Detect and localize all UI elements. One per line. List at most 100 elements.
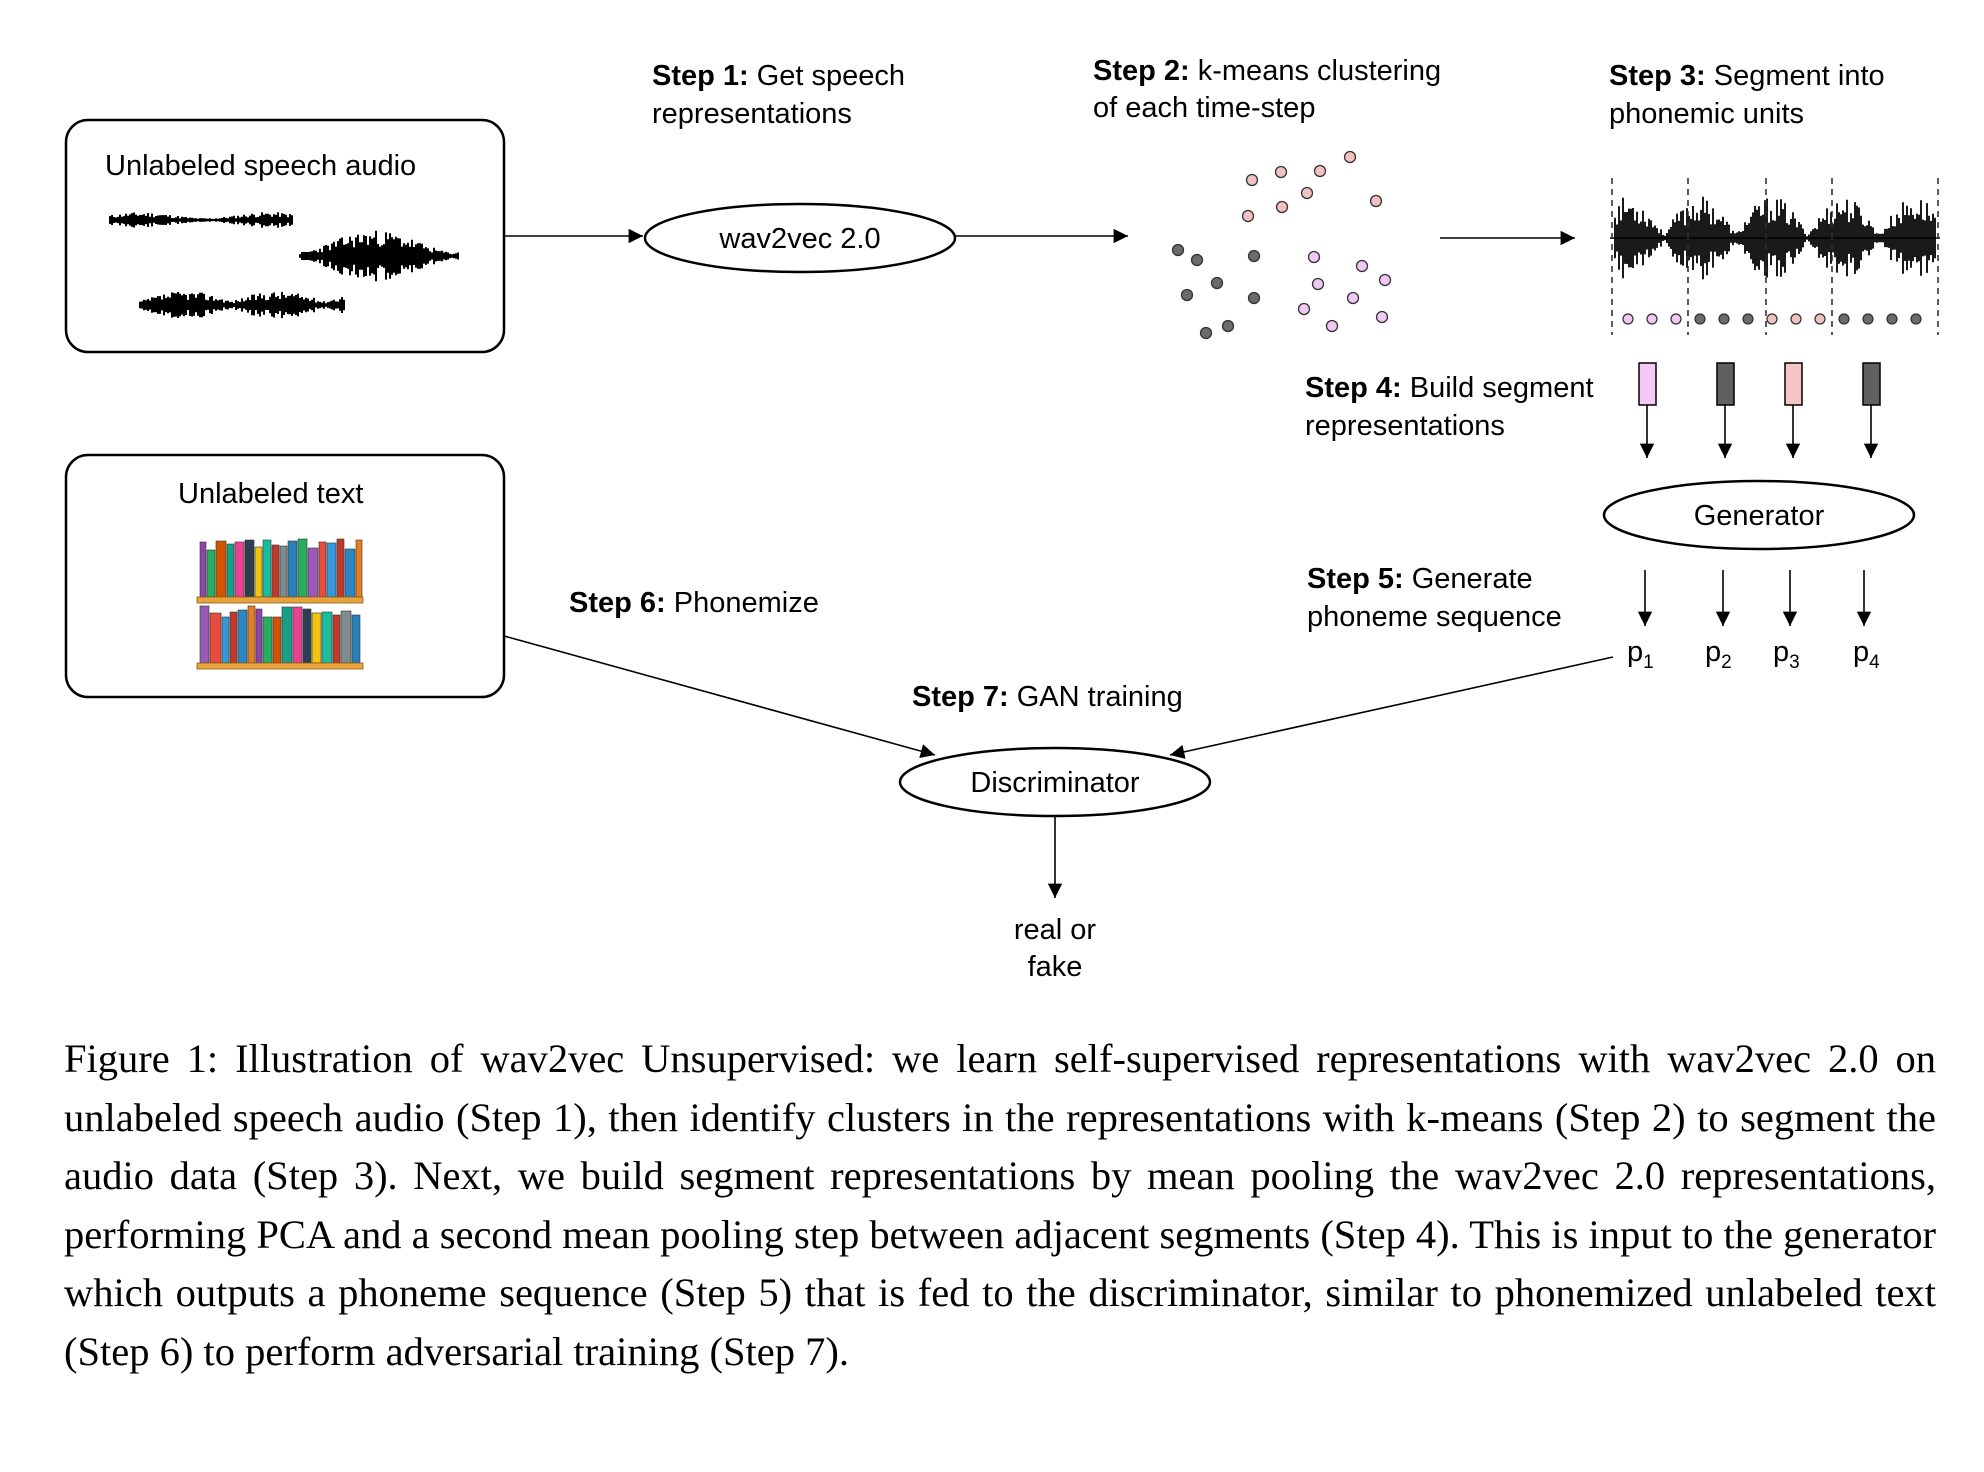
step6-label: Step 6: Phonemize — [569, 587, 819, 619]
segment-dot — [1886, 313, 1898, 325]
cluster-point — [1378, 273, 1392, 287]
phoneme-p4: p4 — [1853, 636, 1880, 673]
segment-dot — [1838, 313, 1850, 325]
phoneme-p2: p2 — [1705, 636, 1732, 673]
book — [326, 542, 337, 598]
segment-dot — [1790, 313, 1802, 325]
segment-rep-1 — [1638, 362, 1657, 406]
cluster-point — [1300, 186, 1314, 200]
phoneme-p3: p3 — [1773, 636, 1800, 673]
cluster-point — [1346, 291, 1360, 305]
unlabeled-text-title: Unlabeled text — [178, 478, 363, 510]
segment-representations — [1638, 362, 1881, 458]
output-label-line2: fake — [1028, 951, 1083, 983]
step7-label: Step 7: GAN training — [912, 681, 1183, 713]
cluster-point — [1375, 310, 1389, 324]
step1-label: Step 1: Get speech — [652, 60, 905, 92]
book — [297, 538, 308, 598]
phoneme-p1: p1 — [1627, 636, 1654, 673]
cluster-point — [1275, 200, 1289, 214]
wav2vec-node: wav2vec 2.0 — [643, 202, 957, 274]
segment-rep-3 — [1784, 362, 1803, 406]
book — [311, 612, 322, 664]
step2-label-line2: of each time-step — [1093, 92, 1315, 124]
step5-label-line2: phoneme sequence — [1307, 601, 1562, 633]
cluster-point — [1307, 250, 1321, 264]
cluster-point — [1311, 277, 1325, 291]
segment-dot — [1910, 313, 1922, 325]
book — [247, 605, 256, 664]
book — [302, 608, 312, 664]
cluster-point — [1313, 164, 1327, 178]
segment-dot — [1670, 313, 1682, 325]
cluster-point — [1171, 243, 1185, 257]
cluster-point — [1369, 194, 1383, 208]
discriminator-node: Discriminator — [898, 746, 1212, 818]
segment-dot — [1814, 313, 1826, 325]
book — [237, 609, 248, 664]
book — [262, 616, 273, 664]
cluster-point — [1247, 291, 1261, 305]
wav2vec-label: wav2vec 2.0 — [718, 223, 880, 255]
bookshelf-icon — [196, 538, 364, 670]
book — [336, 538, 345, 598]
cluster-point — [1247, 249, 1261, 263]
book — [262, 539, 272, 598]
segment-dot — [1622, 313, 1634, 325]
unlabeled-text-box: Unlabeled text — [64, 453, 506, 699]
waveform-segmented — [1614, 196, 1936, 280]
generator-label: Generator — [1694, 500, 1825, 532]
step5-label: Step 5: Generate — [1307, 563, 1533, 595]
cluster-point — [1221, 319, 1235, 333]
discriminator-label: Discriminator — [970, 767, 1140, 799]
step3-label: Step 3: Segment into — [1609, 60, 1885, 92]
arrow-text-to-discriminator — [503, 635, 936, 759]
book — [215, 540, 227, 598]
output-label-line1: real or — [1014, 914, 1097, 946]
segment-dot — [1694, 313, 1706, 325]
book — [307, 547, 319, 598]
step2-label: Step 2: k-means clustering — [1093, 55, 1441, 87]
waveform-3 — [139, 291, 345, 319]
waveform-1 — [109, 212, 293, 228]
figure-caption: Figure 1: Illustration of wav2vec Unsupe… — [64, 1036, 1936, 1374]
arrow-phonemes-to-discriminator — [1169, 656, 1614, 759]
cluster-point — [1297, 302, 1311, 316]
book — [332, 614, 341, 664]
segment-rep-4 — [1862, 362, 1881, 406]
book — [321, 611, 333, 664]
segment-dot — [1742, 313, 1754, 325]
book — [340, 610, 352, 664]
shelf-plank — [196, 596, 364, 604]
kmeans-scatter — [1171, 150, 1392, 340]
book — [206, 549, 216, 598]
cluster-point — [1190, 253, 1204, 267]
book — [226, 543, 235, 598]
book — [229, 611, 238, 664]
speech-audio-box: Unlabeled speech audio — [64, 118, 506, 354]
segment-rep-2 — [1716, 362, 1735, 406]
generator-node: Generator — [1602, 479, 1916, 551]
cluster-point — [1245, 173, 1259, 187]
book — [281, 606, 293, 664]
shelf-plank — [196, 662, 364, 670]
book — [272, 616, 282, 664]
cluster-point — [1274, 165, 1288, 179]
waveform-2 — [299, 230, 459, 282]
book — [244, 539, 255, 598]
book — [355, 539, 363, 598]
book — [199, 605, 210, 664]
book — [209, 612, 222, 664]
book — [287, 540, 298, 598]
speech-audio-title: Unlabeled speech audio — [105, 150, 416, 182]
wav2vec-unsupervised-diagram: Unlabeled speech audio Unlabeled text St… — [64, 55, 1940, 983]
step3-label-line2: phonemic units — [1609, 98, 1804, 130]
cluster-point — [1199, 326, 1213, 340]
book — [279, 545, 288, 598]
segment-dot — [1646, 313, 1658, 325]
book — [199, 541, 207, 598]
cluster-point — [1180, 288, 1194, 302]
segment-dividers — [1611, 178, 1939, 335]
segment-dot — [1862, 313, 1874, 325]
cluster-point — [1343, 150, 1357, 164]
